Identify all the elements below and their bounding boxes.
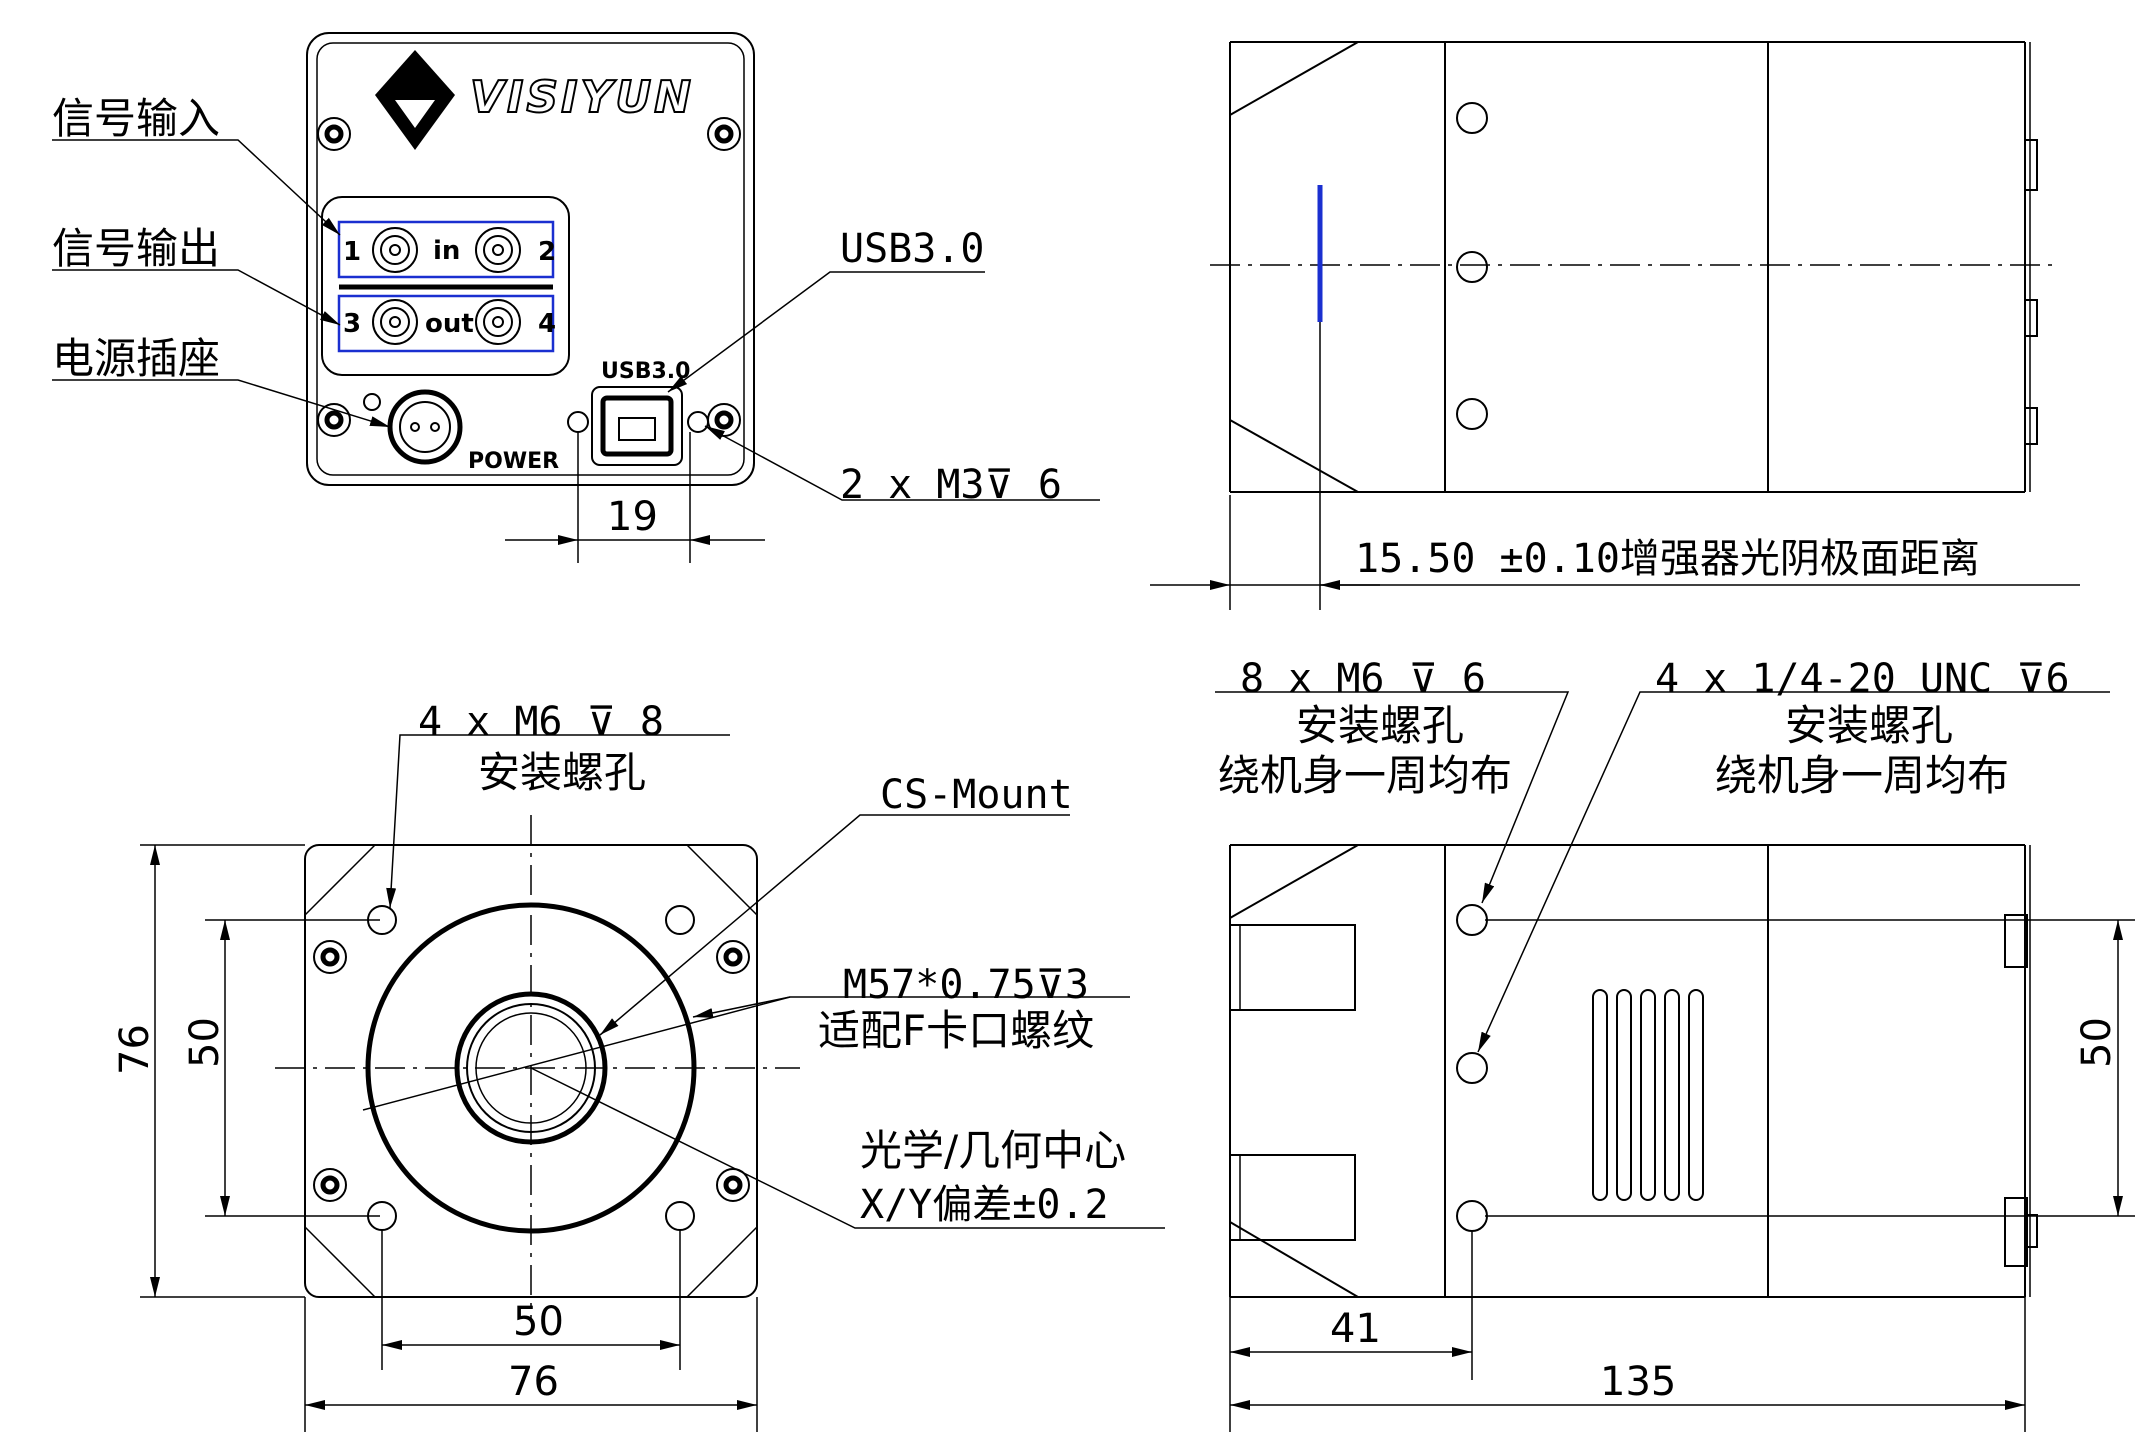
dim-19: 19 [607, 494, 658, 540]
bnc-connector-3 [372, 299, 418, 345]
front-view: 4 x M6 ⊽ 8 安装螺孔 CS-Mount M57*0.75⊽3 适配F卡… [112, 699, 1165, 1432]
power-text: POWER [468, 449, 559, 474]
side-hole-1 [1456, 904, 1488, 936]
label-m6-line1: 8 x M6 ⊽ 6 [1240, 656, 1486, 702]
m6-hole-2 [665, 905, 695, 935]
front-screw-top-right [716, 940, 750, 974]
connector-panel [321, 196, 570, 376]
dim-50-horizontal: 50 [513, 1299, 564, 1345]
front-screw-bottom-right [716, 1168, 750, 1202]
rear-screw-top-right [707, 117, 741, 151]
power-connector: POWER [363, 389, 559, 474]
label-unc-line1: 4 x 1/4-20 UNC ⊽6 [1655, 656, 2070, 702]
dim-41: 41 [1330, 1306, 1381, 1352]
front-screw-bottom-left [313, 1168, 347, 1202]
bnc-connector-1 [372, 227, 418, 273]
label-unc-line2: 安装螺孔 [1785, 701, 1953, 750]
side-hole-2 [1456, 1052, 1488, 1084]
label-signal-in: 信号输入 [52, 94, 220, 143]
label-thread-line2: 适配F卡口螺纹 [818, 1006, 1094, 1055]
label-holes-line1: 4 x M6 ⊽ 8 [418, 699, 664, 745]
dim-50-side: 50 [2074, 1017, 2120, 1068]
usb-port: USB3.0 [567, 359, 709, 466]
port-2-label: 2 [538, 237, 556, 267]
label-screws: 2 x M3⊽ 6 [840, 462, 1062, 508]
usb-port-text: USB3.0 [601, 359, 690, 384]
label-holes-line2: 安装螺孔 [478, 748, 646, 797]
bnc-connector-2 [475, 227, 521, 273]
side-hole-3 [1456, 1200, 1488, 1232]
label-mount: CS-Mount [880, 772, 1073, 818]
brand-logo: VISIYUN [375, 50, 694, 150]
connector-in-text: in [433, 236, 460, 266]
label-m6-line3: 绕机身一周均布 [1218, 751, 1512, 800]
dim-135: 135 [1600, 1359, 1676, 1405]
rear-screw-bottom-left [317, 403, 351, 437]
label-power-socket: 电源插座 [52, 334, 220, 383]
label-center-line2: X/Y偏差±0.2 [860, 1182, 1109, 1228]
label-usb: USB3.0 [840, 226, 985, 272]
m6-hole-4 [665, 1201, 695, 1231]
vent-slots [1592, 989, 1704, 1201]
brand-logo-text: VISIYUN [470, 72, 694, 123]
dim-76-horizontal: 76 [508, 1359, 559, 1405]
label-center-line1: 光学/几何中心 [860, 1126, 1126, 1175]
port-3-label: 3 [343, 309, 361, 339]
label-thread-line1: M57*0.75⊽3 [843, 962, 1089, 1008]
top-hole-2 [1456, 251, 1488, 283]
bnc-connector-4 [475, 299, 521, 345]
rear-view: VISIYUN 1 2 3 4 in out USB3.0 [52, 32, 1100, 563]
rear-screw-top-left [317, 117, 351, 151]
input-group-box [337, 220, 555, 279]
label-signal-out: 信号输出 [52, 224, 220, 273]
label-m6-line2: 安装螺孔 [1296, 701, 1464, 750]
label-unc-line3: 绕机身一周均布 [1715, 751, 2009, 800]
dim-76-vertical: 76 [112, 1024, 158, 1075]
port-1-label: 1 [343, 237, 361, 267]
rear-screw-bottom-right [707, 403, 741, 437]
top-hole-1 [1456, 102, 1488, 134]
top-view: 15.50 ±0.10增强器光阴极面距离 [1150, 41, 2080, 610]
connector-out-text: out [425, 309, 474, 339]
top-hole-3 [1456, 398, 1488, 430]
dim-50-vertical: 50 [182, 1017, 228, 1068]
side-view: 8 x M6 ⊽ 6 安装螺孔 绕机身一周均布 4 x 1/4-20 UNC ⊽… [1215, 656, 2135, 1432]
front-screw-top-left [313, 940, 347, 974]
rear-body-outline [306, 32, 755, 486]
port-4-label: 4 [538, 309, 556, 339]
label-distance: 15.50 ±0.10增强器光阴极面距离 [1355, 536, 1980, 582]
